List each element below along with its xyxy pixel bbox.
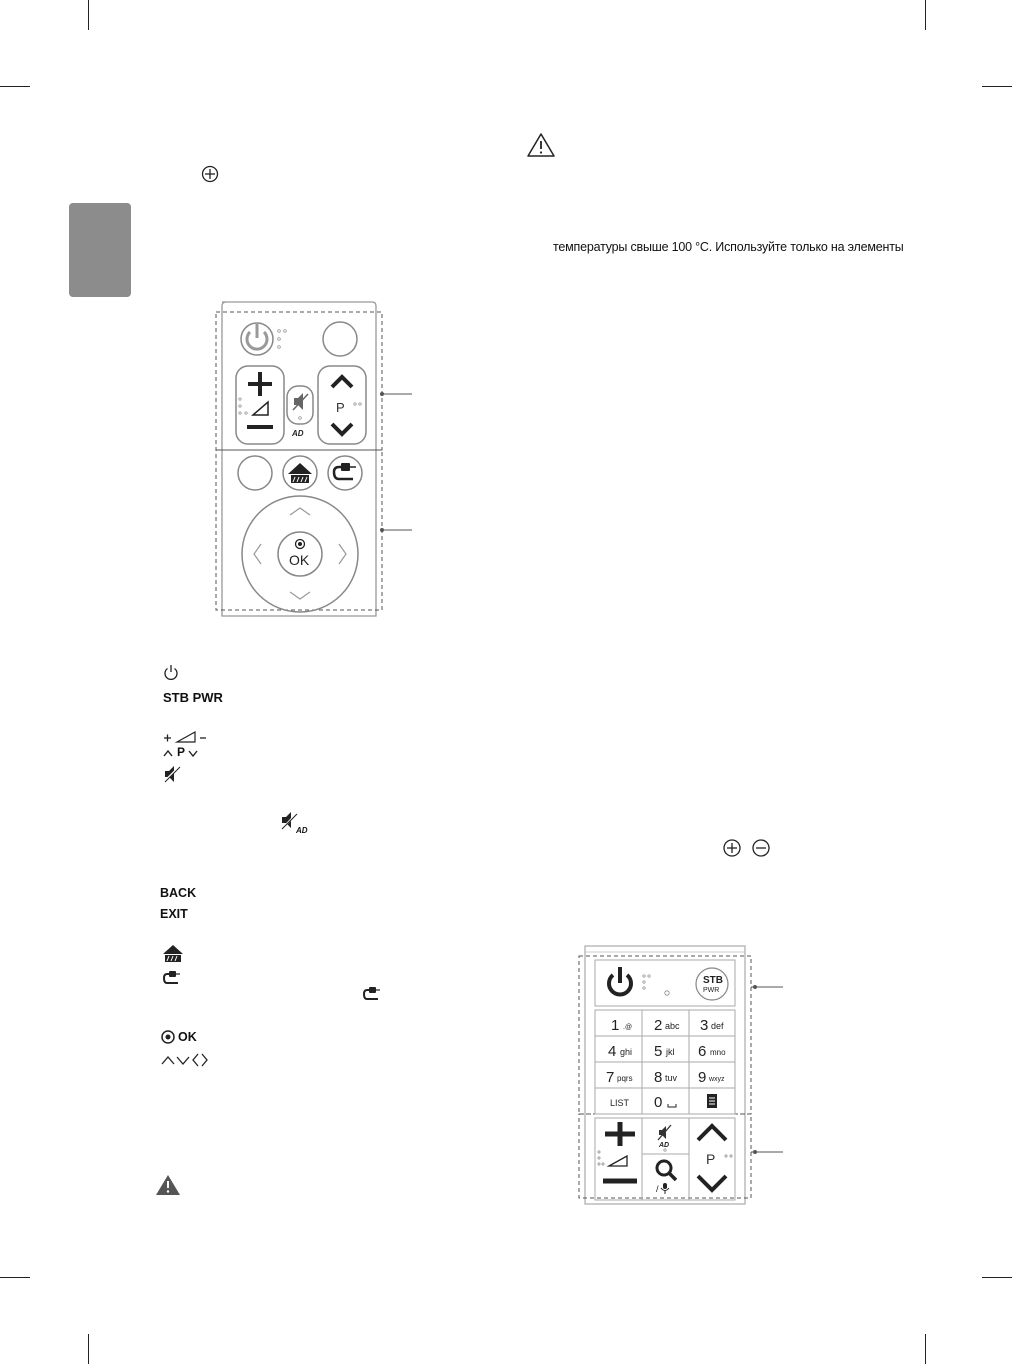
ok-legend-label: OK <box>178 1030 197 1044</box>
bottom-controls <box>594 1117 736 1201</box>
key-digit: 4 <box>608 1043 616 1060</box>
volume-icon <box>164 730 206 743</box>
minus-circle-icon <box>752 839 770 857</box>
plus-circle-icon <box>723 839 741 857</box>
crop-mark <box>925 1334 926 1364</box>
crop-mark <box>925 0 926 30</box>
keypad-keys: 1 .@ 2 abc 3 def 4 ghi 5 jkl 6 mno 7 pqr… <box>606 1017 726 1111</box>
ad-label: AD <box>658 1142 669 1149</box>
back-button <box>237 455 273 491</box>
guide-key-icon <box>707 1094 717 1108</box>
mute-button: AD <box>657 1124 672 1152</box>
warning-icon <box>156 1175 180 1195</box>
volume-rocker <box>597 1122 637 1184</box>
power-button <box>240 322 287 356</box>
language-tab <box>69 203 131 297</box>
plus-circle-icon <box>201 165 219 183</box>
key-letters: wxyz <box>708 1076 725 1083</box>
power-button <box>607 967 670 997</box>
input-icon <box>162 971 180 984</box>
remote-bottom-illustration: STB PWR 1 .@ 2 abc 3 def 4 ghi 5 jkl 6 m… <box>578 945 783 1205</box>
program-rocker: P <box>696 1123 733 1193</box>
mute-button: AD <box>286 385 314 438</box>
key-letters: abc <box>665 1021 680 1031</box>
crop-mark <box>0 1277 30 1278</box>
program-icon <box>163 749 198 758</box>
navigation-ring: OK <box>241 495 359 613</box>
stb-label-top: STB <box>703 975 723 986</box>
list-key-label: LIST <box>610 1098 630 1108</box>
arrow-keys-icon <box>161 1053 208 1067</box>
ok-target-icon <box>161 1030 175 1044</box>
input-inline-icon <box>362 987 380 1000</box>
key-digit: 2 <box>654 1017 662 1034</box>
ad-legend-label: AD <box>296 826 308 835</box>
svg-text:/: / <box>656 1184 659 1194</box>
key-letters: def <box>711 1021 724 1031</box>
key-letters: ghi <box>620 1047 632 1057</box>
caution-icon <box>527 133 555 157</box>
power-icon <box>164 665 178 680</box>
crop-mark <box>982 86 1012 87</box>
key-digit: 9 <box>698 1069 706 1086</box>
program-rocker: P <box>317 365 367 445</box>
program-label: P <box>336 400 345 415</box>
keypad <box>594 1009 736 1115</box>
key-digit: 0 <box>654 1094 662 1111</box>
crop-mark <box>982 1277 1012 1278</box>
home-button <box>282 455 318 491</box>
volume-rocker <box>235 365 285 445</box>
key-digit: 6 <box>698 1043 706 1060</box>
ok-label: OK <box>289 552 310 568</box>
crop-mark <box>88 1334 89 1364</box>
key-letters: jkl <box>665 1047 675 1057</box>
key-digit: 5 <box>654 1043 662 1060</box>
temperature-note: температуры свыше 100 °C. Используйте то… <box>553 240 904 254</box>
crop-mark <box>88 0 89 30</box>
stb-power-label: STB PWR <box>163 690 223 705</box>
key-letters: .@ <box>623 1024 632 1031</box>
ad-label: AD <box>291 429 304 438</box>
program-legend-label: P <box>177 745 186 759</box>
back-label: BACK <box>160 886 197 900</box>
home-icon <box>163 945 183 962</box>
stb-power-button: STB PWR <box>695 967 729 1001</box>
search-button: / <box>655 1159 678 1194</box>
exit-label: EXIT <box>160 907 188 921</box>
key-letters: mno <box>710 1048 726 1057</box>
key-digit: 1 <box>611 1017 619 1034</box>
key-letters: tuv <box>665 1073 678 1083</box>
key-digit: 3 <box>700 1017 708 1034</box>
key-digit: 8 <box>654 1069 662 1086</box>
key-letters: pqrs <box>617 1074 633 1083</box>
crop-mark <box>0 86 30 87</box>
mute-ad-icon <box>281 812 298 830</box>
stb-label-bottom: PWR <box>703 987 719 994</box>
mute-icon <box>163 765 181 783</box>
program-label: P <box>706 1151 715 1167</box>
stb-power-button <box>322 321 358 357</box>
input-button <box>327 455 363 491</box>
key-digit: 7 <box>606 1069 614 1086</box>
remote-top-illustration: AD P OK <box>215 301 412 617</box>
